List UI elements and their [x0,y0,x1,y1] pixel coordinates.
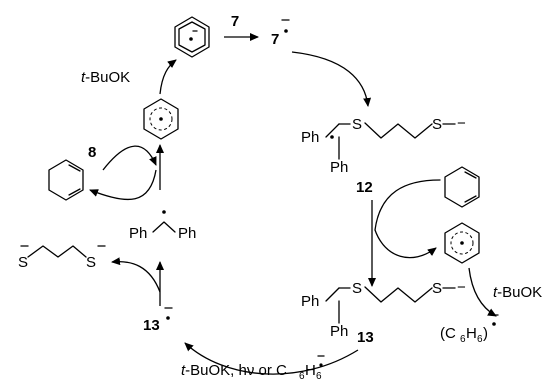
bottom-conditions: t-BuOK, hν or C 6 H 6 [181,355,325,382]
arrow-cyclohexadiene-to-8 [102,145,157,171]
compound-13-radical-anion-label: 13 [143,317,160,334]
svg-text:S: S [86,254,96,271]
svg-text:S: S [352,116,362,133]
tbuok-top-label: t-BuOK [81,69,130,86]
arrow-13-to-13-radical-anion [184,342,359,375]
compound-8-label: 8 [88,144,96,161]
tbuok-right-label: t-BuOK [493,284,542,301]
svg-text:H: H [305,362,316,379]
propane-dithiolate: S S [18,245,106,271]
svg-text:Ph: Ph [330,159,348,176]
svg-text:Ph: Ph [301,293,319,310]
svg-text:S: S [18,254,28,271]
curve-from-cyclohexadiene [374,179,441,231]
arrow-to-cyclohexadiene-left [89,169,157,201]
arrow-to-c6h6-radical-anion [468,267,497,317]
svg-text:−: − [457,115,466,132]
svg-text:6: 6 [316,371,322,382]
compound-7-label: 7 [231,13,239,30]
svg-text:S: S [432,280,442,297]
svg-text:t-BuOK, hν or C: t-BuOK, hν or C [181,362,287,379]
compound-12-label: 12 [356,179,373,196]
compound-12: Ph Ph S S − [301,115,466,176]
curve-to-benzene-radical-right [374,229,437,259]
svg-text:Ph: Ph [330,323,348,340]
benzene-radical-left [143,98,179,140]
svg-text:6: 6 [299,371,305,382]
radical-dot [284,29,288,33]
svg-text:6: 6 [460,334,466,345]
benzene-radical-right [444,222,480,264]
arrow-to-dithiolate [111,257,161,293]
arrow-to-12 [291,51,372,107]
c6h6-radical-anion: (C 6 H 6 ) [440,314,499,345]
compound-13-label: 13 [357,329,374,346]
diphenylmethyl-radical: Ph Ph [129,210,196,242]
svg-text:Ph: Ph [129,225,147,242]
cyclohexadiene-right [444,166,480,208]
svg-text:Ph: Ph [178,225,196,242]
svg-text:S: S [352,280,362,297]
cyclohexadiene-left [48,159,84,201]
svg-text:Ph: Ph [301,129,319,146]
svg-text:−: − [457,279,466,296]
svg-text:S: S [432,116,442,133]
benzene-radical-anion-top [174,16,210,58]
arrow-to-benzene-radical-anion [159,59,177,95]
radical-dot-13 [166,316,170,320]
svg-text:H: H [466,325,477,342]
svg-text:6: 6 [477,334,483,345]
svg-text:): ) [483,325,488,342]
compound-13: Ph Ph S S − [301,279,466,340]
svg-text:(C: (C [440,325,456,342]
compound-7-radical-anion-label: 7 [271,31,279,48]
